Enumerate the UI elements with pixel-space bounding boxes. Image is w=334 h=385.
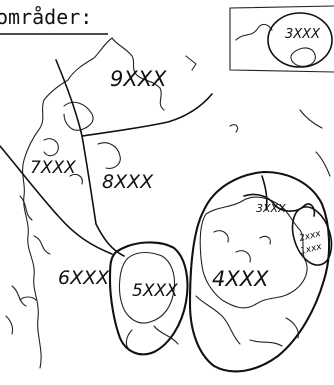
region-label-5: 5XXX — [132, 281, 178, 301]
region-label-6: 6XXX — [58, 267, 110, 289]
zealand-coastline — [185, 55, 331, 347]
funen-coastline — [118, 251, 179, 351]
region-boundaries — [0, 59, 333, 373]
region-label-3: 3XXX — [256, 202, 286, 215]
region-label-8: 8XXX — [102, 171, 154, 193]
inset-region-label: 3XXX — [285, 27, 321, 42]
region-label-4: 4XXX — [212, 267, 269, 291]
region-label-9: 9XXX — [110, 67, 167, 91]
map-heading: områder: — [0, 5, 92, 29]
bornholm-inset: 3XXX — [229, 5, 334, 73]
region-label-7: 7XXX — [30, 158, 76, 178]
jutland-coastline — [5, 37, 165, 369]
